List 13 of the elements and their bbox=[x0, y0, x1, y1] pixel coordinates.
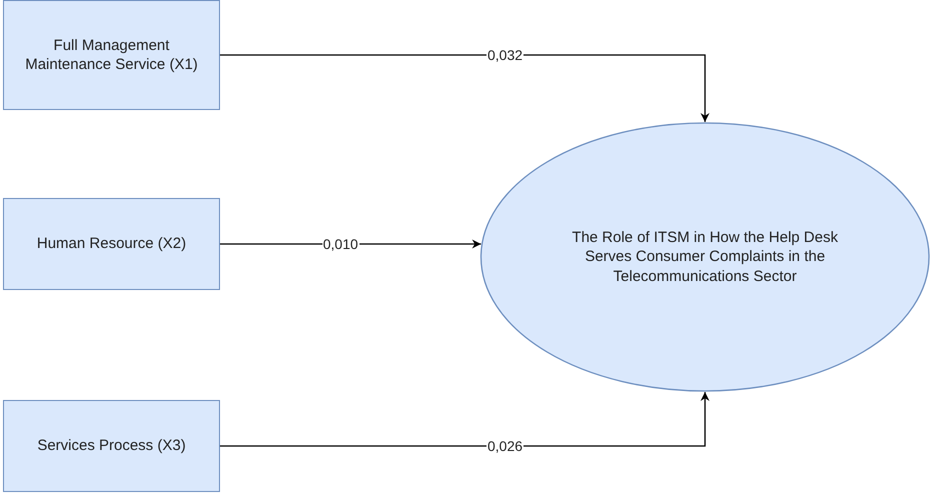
arrow bbox=[220, 54, 710, 122]
node-text: Full Management Maintenance Service (X1) bbox=[24, 36, 199, 74]
outcome-ellipse bbox=[480, 122, 930, 392]
node-text: Services Process (X3) bbox=[37, 436, 186, 456]
edge-label: 0,010 bbox=[322, 237, 360, 251]
variable-box bbox=[3, 0, 220, 110]
variable-box bbox=[3, 198, 220, 290]
arrow bbox=[220, 392, 710, 447]
edge-label: 0,032 bbox=[486, 48, 524, 62]
node-text: The Role of ITSM in How the Help Desk Serves Consumer Complaints in the Telecommunications Sector bbox=[571, 228, 839, 286]
variable-box bbox=[3, 400, 220, 492]
node-text: Human Resource (X2) bbox=[36, 234, 186, 254]
edge-label: 0,026 bbox=[486, 439, 524, 453]
